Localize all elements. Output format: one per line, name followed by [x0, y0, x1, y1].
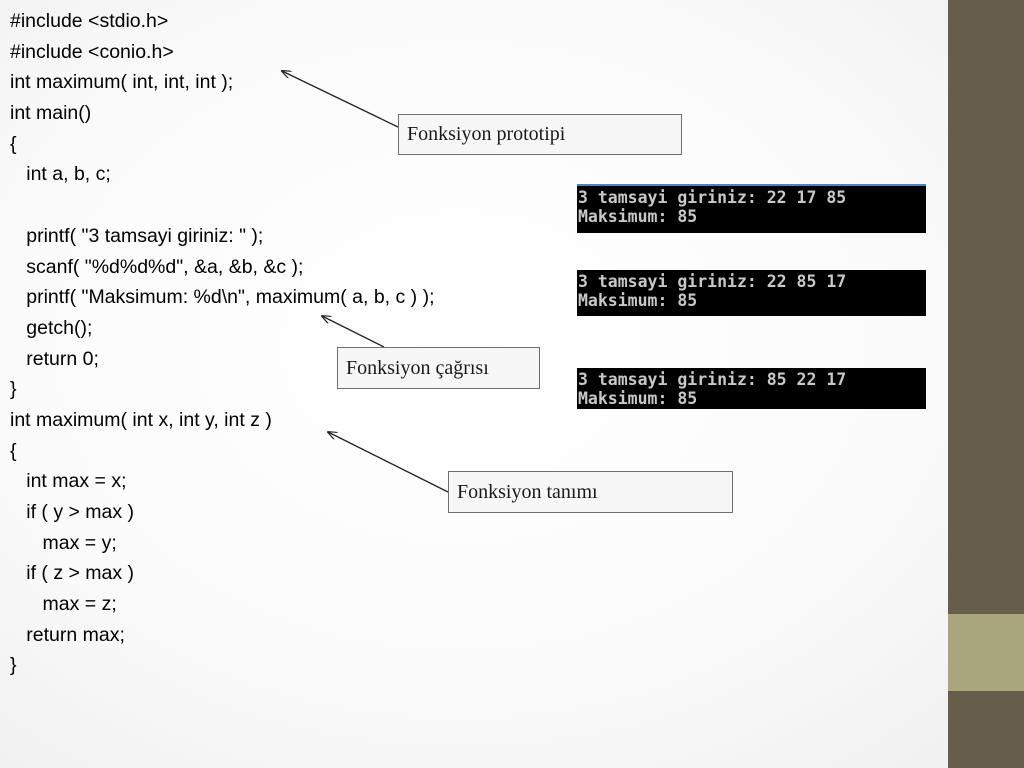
code-line: { — [10, 439, 17, 462]
code-line: return 0; — [10, 347, 99, 370]
code-line: #include <conio.h> — [10, 40, 174, 63]
code-line: if ( y > max ) — [10, 501, 135, 523]
callout-call-label: Fonksiyon çağrısı — [346, 356, 489, 379]
code-line: int maximum( int, int, int ); — [10, 71, 234, 94]
code-line: if ( z > max ) — [10, 562, 135, 585]
code-line: } — [10, 654, 17, 677]
code-listing: #include <stdio.h> #include <conio.h> in… — [10, 6, 435, 681]
slide: #include <stdio.h> #include <conio.h> in… — [10, 6, 926, 681]
console-result-line: Maksimum: 85 — [578, 389, 698, 408]
decorative-side-accent — [948, 614, 1024, 691]
code-line: scanf( "%d%d%d", &a, &b, &c ); — [10, 255, 304, 278]
code-line: printf( "Maksimum: %d\n", maximum( a, b,… — [10, 286, 435, 309]
code-line: max = y; — [10, 531, 117, 554]
console-output-2: 3 tamsayi giriniz: 22 85 17 Maksimum: 85 — [577, 270, 926, 316]
code-line: return max; — [10, 623, 125, 646]
callout-definition: Fonksiyon tanımı — [448, 471, 733, 513]
console-prompt-line: 3 tamsayi giriniz: 85 22 17 — [578, 370, 847, 389]
callout-call: Fonksiyon çağrısı — [337, 347, 540, 389]
code-line: int a, b, c; — [10, 163, 111, 186]
code-line: } — [10, 378, 17, 401]
code-line — [10, 190, 435, 221]
code-line: int main() — [10, 102, 92, 125]
code-line: max = z; — [10, 593, 117, 616]
callout-definition-label: Fonksiyon tanımı — [457, 480, 598, 503]
code-line: int max = x; — [10, 470, 127, 493]
console-prompt-line: 3 tamsayi giriniz: 22 17 85 — [578, 188, 847, 207]
console-prompt-line: 3 tamsayi giriniz: 22 85 17 — [578, 272, 847, 291]
code-line: { — [10, 132, 17, 155]
console-result-line: Maksimum: 85 — [578, 291, 698, 310]
code-line: getch(); — [10, 316, 93, 339]
console-output-3: 3 tamsayi giriniz: 85 22 17 Maksimum: 85 — [577, 368, 926, 409]
callout-prototype: Fonksiyon prototipi — [398, 114, 682, 155]
console-output-1: 3 tamsayi giriniz: 22 17 85 Maksimum: 85 — [577, 184, 926, 233]
callout-prototype-label: Fonksiyon prototipi — [407, 123, 566, 145]
code-line: printf( "3 tamsayi giriniz: " ); — [10, 224, 264, 247]
code-line: #include <stdio.h> — [10, 10, 169, 32]
code-line: int maximum( int x, int y, int z ) — [10, 408, 272, 431]
console-result-line: Maksimum: 85 — [578, 207, 698, 226]
